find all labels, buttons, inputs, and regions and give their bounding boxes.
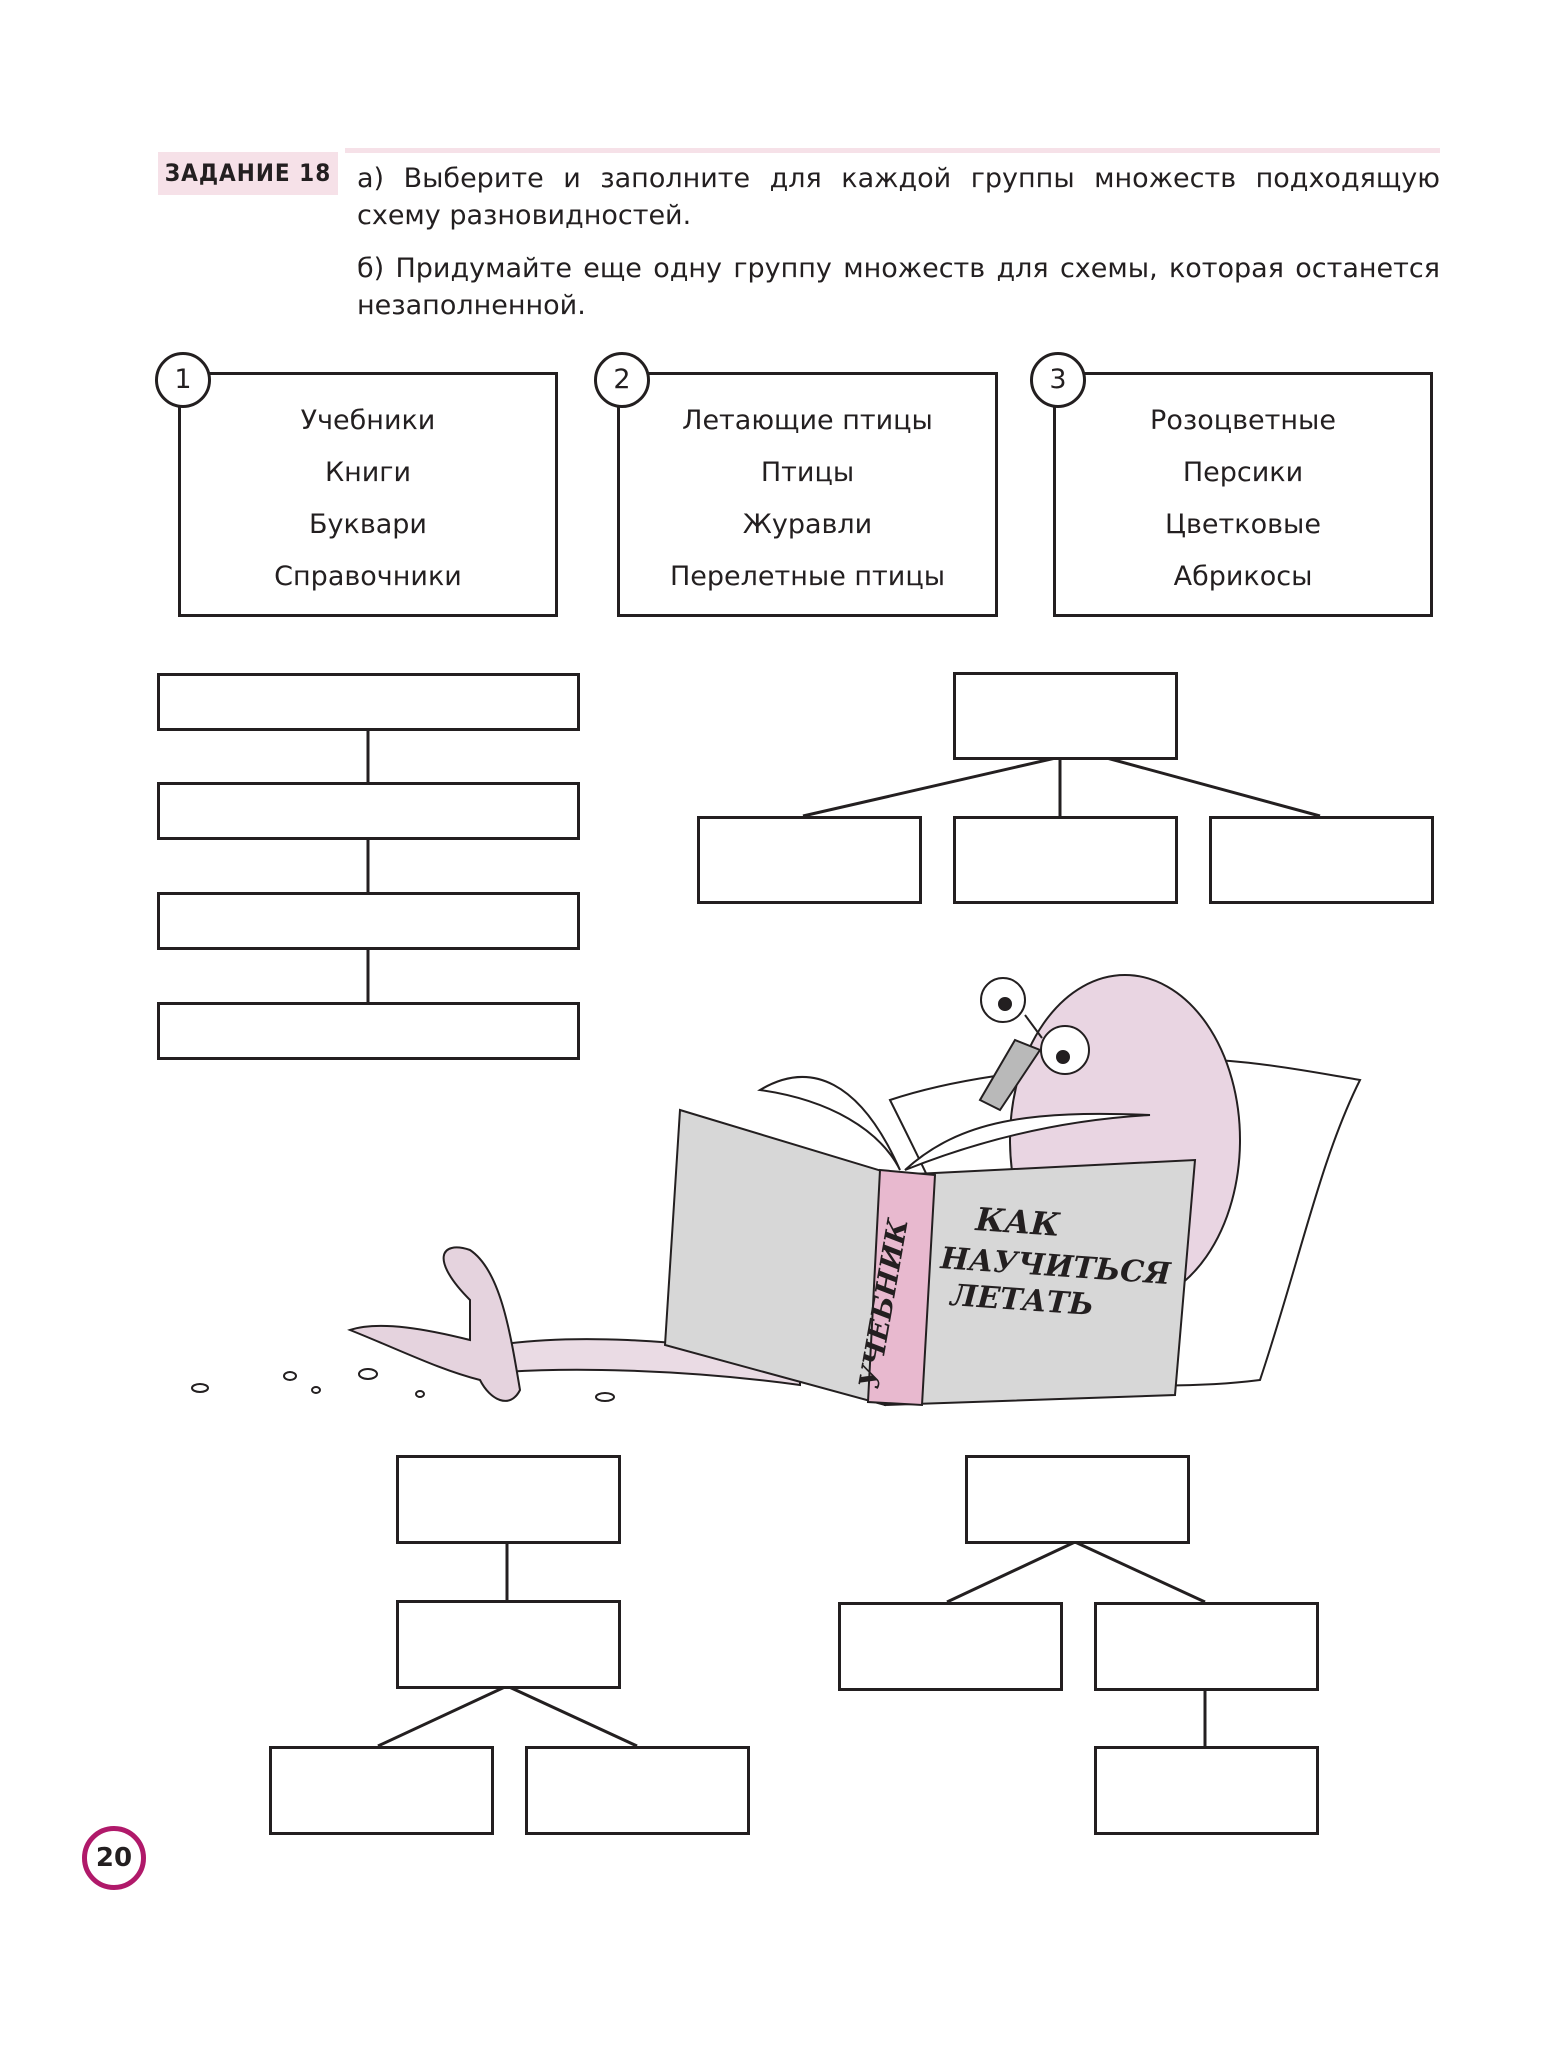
group-1-number: 1: [155, 352, 211, 408]
scheme-c-bottom-box-2[interactable]: [525, 1746, 750, 1835]
group-3-item: Абрикосы: [1173, 561, 1313, 592]
task-label: ЗАДАНИЕ 18: [158, 152, 338, 195]
scheme-c-top-box[interactable]: [396, 1455, 621, 1544]
group-2-box: Летающие птицы Птицы Журавли Перелетные …: [617, 372, 998, 617]
scheme-b-child-box-2[interactable]: [953, 816, 1178, 904]
scheme-c-middle-box[interactable]: [396, 1600, 621, 1689]
scheme-d-middle-box-2[interactable]: [1094, 1602, 1319, 1691]
group-3-box: Розоцветные Персики Цветковые Абрикосы: [1053, 372, 1433, 617]
group-3-item: Цветковые: [1165, 509, 1321, 540]
bird-reading-illustration: [347, 974, 1362, 1407]
scheme-d-top-box[interactable]: [965, 1455, 1190, 1544]
instruction-a: а) Выберите и заполните для каждой групп…: [357, 163, 1440, 231]
scheme-c-bottom-box-1[interactable]: [269, 1746, 494, 1835]
group-3-item: Персики: [1182, 457, 1304, 488]
instruction-b: б) Придумайте еще одну группу множеств д…: [357, 253, 1440, 321]
scheme-a-box-4[interactable]: [157, 1002, 580, 1060]
scheme-d-middle-box-1[interactable]: [838, 1602, 1063, 1691]
scheme-b-child-box-1[interactable]: [697, 816, 922, 904]
scheme-b-parent-box[interactable]: [953, 672, 1178, 760]
group-1-item: Книги: [324, 457, 412, 488]
page-number: 20: [82, 1826, 146, 1890]
group-2-item: Птицы: [760, 457, 855, 488]
scheme-a-box-2[interactable]: [157, 782, 580, 840]
header-rule: [345, 148, 1440, 153]
group-2-number: 2: [594, 352, 650, 408]
book-title-line-1: КАК: [973, 1200, 1062, 1244]
crumbs-decoration: [191, 1368, 615, 1402]
group-1-box: Учебники Книги Буквари Справочники: [178, 372, 558, 617]
scheme-a-box-3[interactable]: [157, 892, 580, 950]
group-1-item: Учебники: [300, 405, 436, 436]
group-3-item: Розоцветные: [1150, 405, 1336, 436]
group-2-item: Летающие птицы: [682, 405, 933, 436]
scheme-b-child-box-3[interactable]: [1209, 816, 1434, 904]
group-2-item: Перелетные птицы: [669, 561, 946, 592]
scheme-d-bottom-box[interactable]: [1094, 1746, 1319, 1835]
group-3-number: 3: [1030, 352, 1086, 408]
group-1-item: Буквари: [309, 509, 427, 540]
group-1-item: Справочники: [274, 561, 462, 592]
group-2-item: Журавли: [742, 509, 873, 540]
scheme-a-box-1[interactable]: [157, 673, 580, 731]
